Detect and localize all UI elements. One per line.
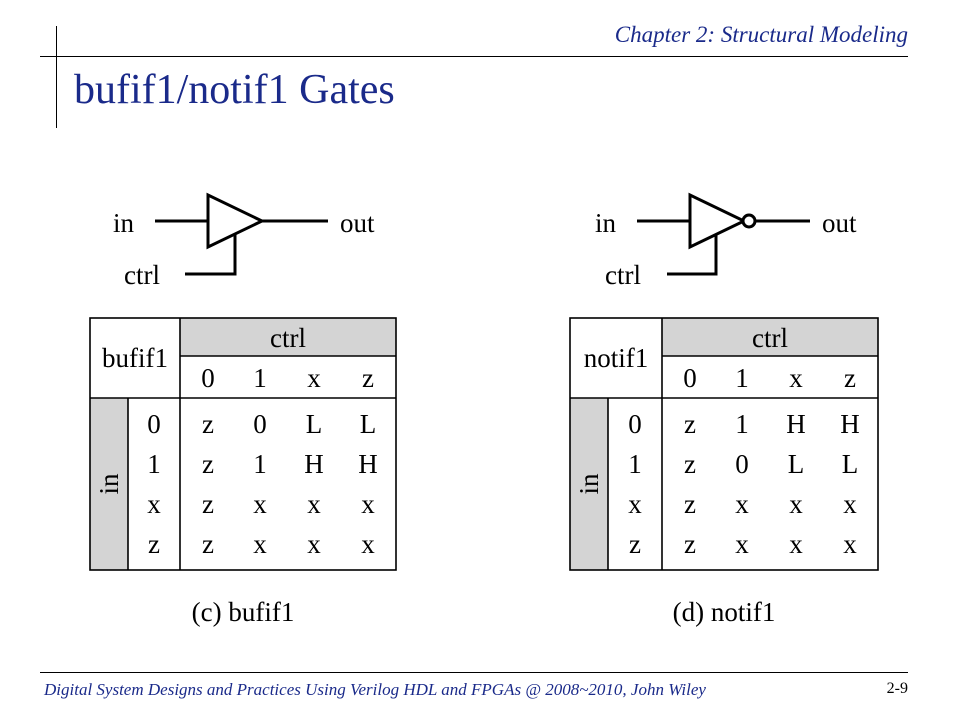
header-vertical-rule bbox=[56, 26, 57, 128]
table-cell: z bbox=[202, 449, 214, 479]
notif1-col-label: 1 bbox=[735, 363, 749, 393]
notif1-table-border bbox=[569, 317, 879, 571]
notif1-col-labels: 0 1 x z bbox=[683, 363, 856, 393]
notif1-row-header: in bbox=[574, 473, 604, 495]
table-cell: z bbox=[202, 489, 214, 519]
table-cell: x bbox=[735, 529, 749, 559]
bufif1-table-border bbox=[89, 317, 397, 571]
table-cell: 0 bbox=[253, 409, 267, 439]
notif1-ctrl-header-bg bbox=[662, 318, 878, 356]
bufif1-col-label: z bbox=[362, 363, 374, 393]
table-cell: x bbox=[253, 529, 267, 559]
table-cell: H bbox=[786, 409, 806, 439]
table-cell: L bbox=[306, 409, 323, 439]
table-cell: H bbox=[358, 449, 378, 479]
table-cell: z bbox=[684, 449, 696, 479]
table-cell: x bbox=[843, 529, 857, 559]
bufif1-col-label: 1 bbox=[253, 363, 267, 393]
table-cell: x bbox=[789, 529, 803, 559]
bufif1-in-header-bg bbox=[90, 398, 128, 570]
notif1-in-label: in bbox=[595, 208, 617, 238]
table-cell: z bbox=[684, 489, 696, 519]
table-cell: z bbox=[684, 409, 696, 439]
notif1-row-label: 1 bbox=[628, 449, 642, 479]
header-rule bbox=[40, 56, 908, 57]
bufif1-cells: z 0 L L z 1 H H z x x x z x x x bbox=[202, 409, 378, 559]
notif1-row-label: z bbox=[629, 529, 641, 559]
notif1-out-label: out bbox=[822, 208, 857, 238]
table-cell: 0 bbox=[735, 449, 749, 479]
table-cell: x bbox=[843, 489, 857, 519]
bufif1-row-header: in bbox=[94, 473, 124, 495]
bufif1-col-label: x bbox=[307, 363, 321, 393]
bufif1-ctrl-label: ctrl bbox=[124, 260, 160, 290]
page-number: 2-9 bbox=[886, 680, 908, 697]
table-cell: x bbox=[307, 489, 321, 519]
table-cell: z bbox=[202, 409, 214, 439]
table-cell: 1 bbox=[253, 449, 267, 479]
notif1-cells: z 1 H H z 0 L L z x x x z x x x bbox=[684, 409, 860, 559]
table-cell: x bbox=[253, 489, 267, 519]
footer-rule bbox=[40, 672, 908, 673]
bufif1-row-label: 0 bbox=[147, 409, 161, 439]
notif1-col-label: z bbox=[844, 363, 856, 393]
footer-citation: Digital System Designs and Practices Usi… bbox=[44, 680, 706, 699]
bufif1-row-labels: 0 1 x z bbox=[147, 409, 161, 559]
bufif1-corner-label: bufif1 bbox=[102, 343, 168, 373]
bufif1-caption: (c) bufif1 bbox=[192, 597, 295, 627]
notif1-in-header-bg bbox=[570, 398, 608, 570]
table-cell: L bbox=[788, 449, 805, 479]
bufif1-ctrl-header-bg bbox=[180, 318, 396, 356]
table-cell: x bbox=[361, 529, 375, 559]
notif1-truth-table: notif1 ctrl in 0 1 x z 0 1 x z z 1 H H z… bbox=[569, 317, 879, 571]
table-cell: x bbox=[307, 529, 321, 559]
table-cell: x bbox=[361, 489, 375, 519]
table-cell: L bbox=[842, 449, 859, 479]
table-cell: z bbox=[202, 529, 214, 559]
bufif1-truth-table: bufif1 ctrl in 0 1 x z 0 1 x z z 0 L L z… bbox=[89, 317, 397, 571]
table-cell: 1 bbox=[735, 409, 749, 439]
notif1-symbol: in out ctrl bbox=[595, 192, 857, 290]
slide-title: bufif1/notif1 Gates bbox=[74, 67, 395, 113]
notif1-ctrl-label: ctrl bbox=[605, 260, 641, 290]
bufif1-col-labels: 0 1 x z bbox=[201, 363, 374, 393]
table-cell: H bbox=[304, 449, 324, 479]
table-cell: H bbox=[840, 409, 860, 439]
bufif1-out-label: out bbox=[340, 208, 375, 238]
bufif1-col-header: ctrl bbox=[270, 323, 306, 353]
bufif1-ctrl-wire bbox=[185, 234, 237, 276]
bufif1-row-label: x bbox=[147, 489, 161, 519]
notif1-row-labels: 0 1 x z bbox=[628, 409, 642, 559]
table-cell: L bbox=[360, 409, 377, 439]
notif1-row-label: x bbox=[628, 489, 642, 519]
chapter-header: Chapter 2: Structural Modeling bbox=[614, 22, 908, 47]
bufif1-symbol: in out ctrl bbox=[113, 192, 375, 290]
bufif1-row-label: z bbox=[148, 529, 160, 559]
notif1-col-label: x bbox=[789, 363, 803, 393]
table-cell: z bbox=[684, 529, 696, 559]
table-cell: x bbox=[789, 489, 803, 519]
bufif1-in-label: in bbox=[113, 208, 135, 238]
bufif1-col-label: 0 bbox=[201, 363, 215, 393]
notif1-row-label: 0 bbox=[628, 409, 642, 439]
notif1-inversion-bubble-icon bbox=[741, 213, 757, 229]
bufif1-row-label: 1 bbox=[147, 449, 161, 479]
notif1-caption: (d) notif1 bbox=[673, 597, 776, 627]
notif1-corner-label: notif1 bbox=[584, 343, 649, 373]
notif1-ctrl-wire bbox=[667, 234, 718, 276]
table-cell: x bbox=[735, 489, 749, 519]
notif1-col-header: ctrl bbox=[752, 323, 788, 353]
notif1-col-label: 0 bbox=[683, 363, 697, 393]
